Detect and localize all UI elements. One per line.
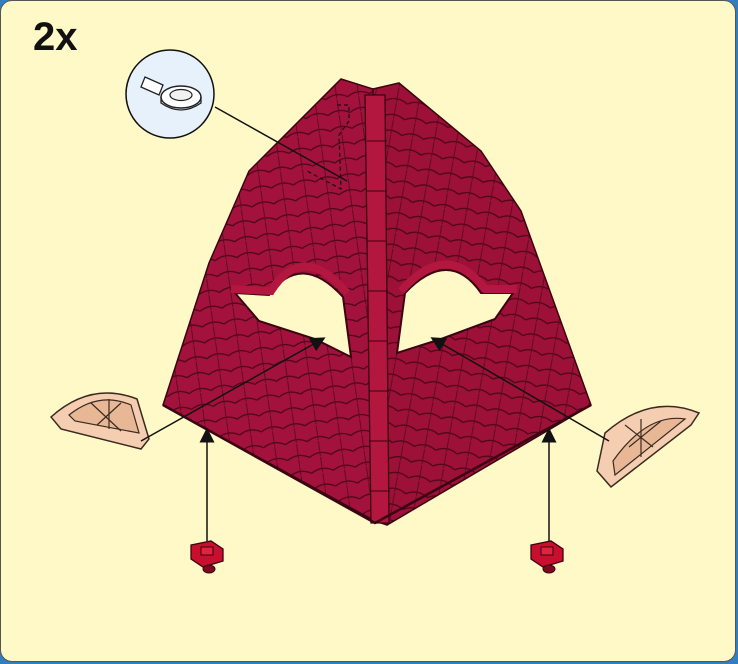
window-arch-right	[597, 406, 699, 487]
red-bracket-right	[531, 541, 563, 573]
red-bracket-left	[191, 541, 223, 573]
window-arch-left	[51, 393, 149, 449]
